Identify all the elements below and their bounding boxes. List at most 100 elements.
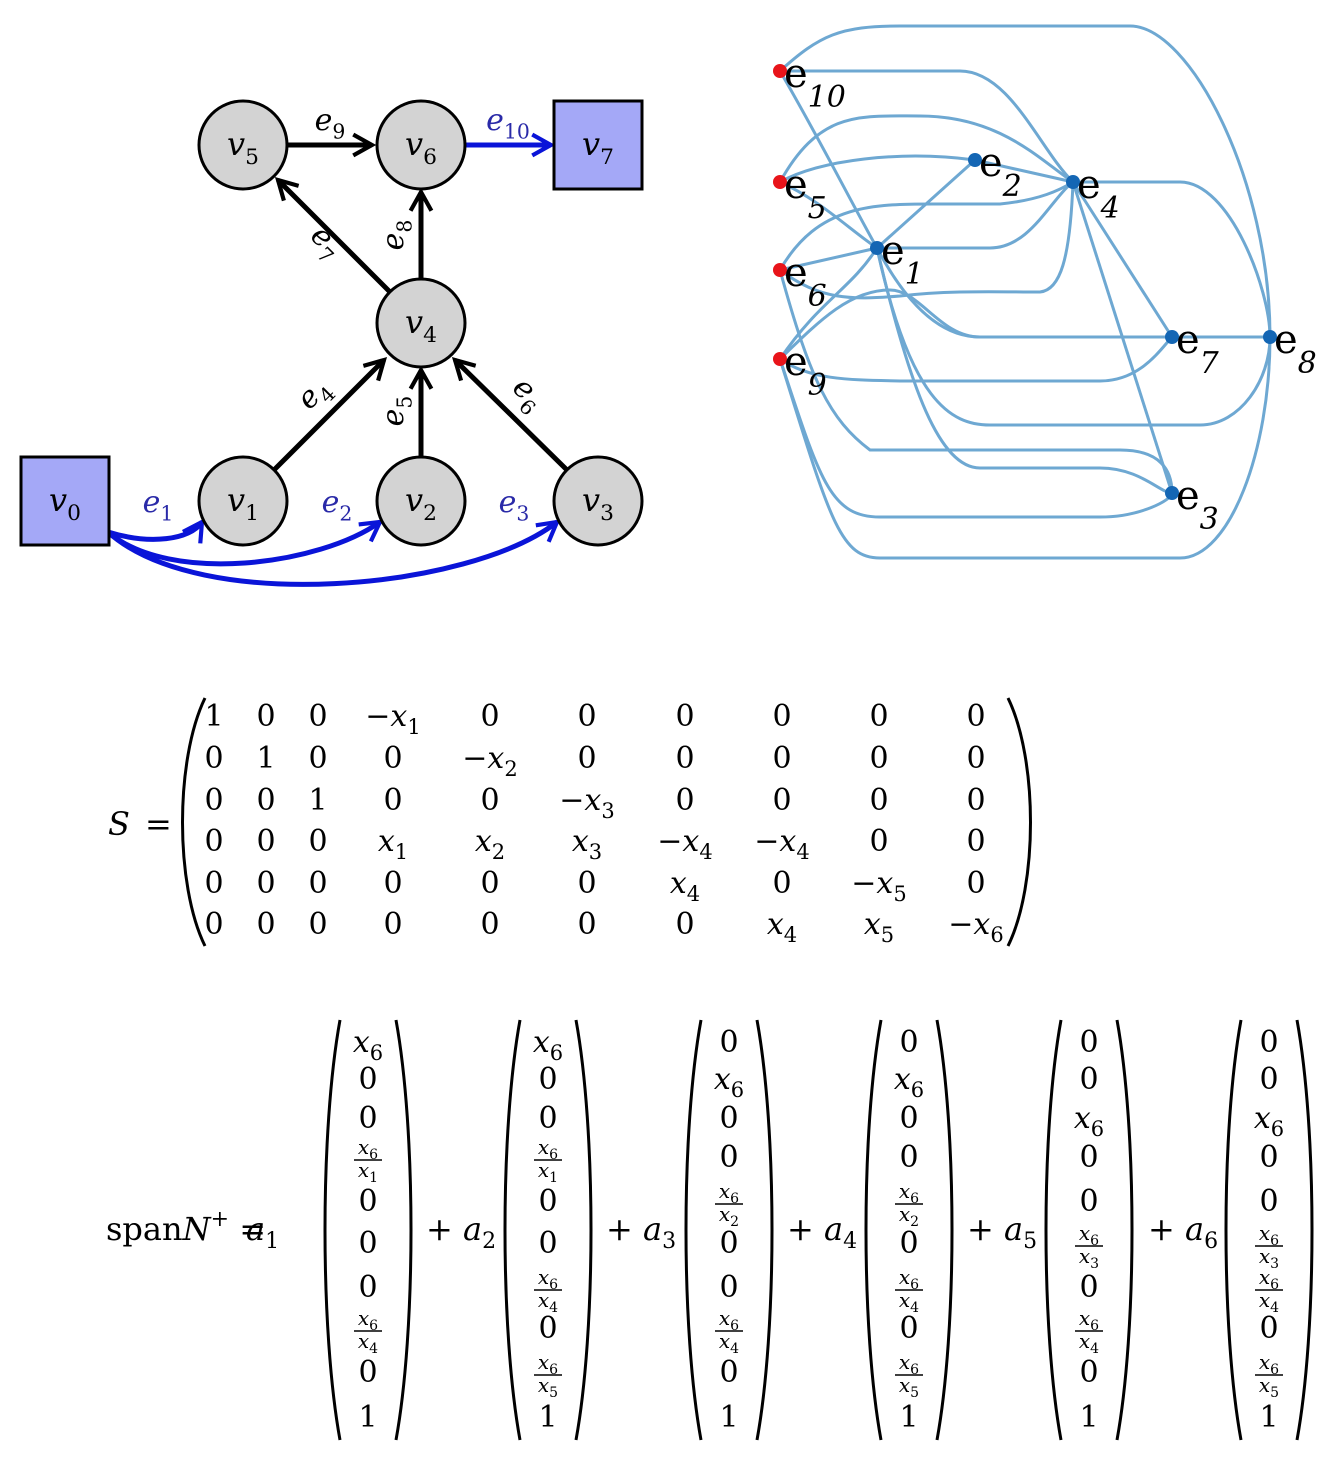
matrix-cell: 0	[256, 866, 275, 901]
line-graph-edge	[778, 24, 1272, 338]
vector-right-paren	[394, 1019, 413, 1441]
line-graph-node-e10	[773, 64, 787, 78]
line-graph-node-e1	[870, 241, 884, 255]
matrix-cell: 1	[256, 741, 275, 776]
matrix-cell: x4	[767, 907, 797, 947]
matrix-cell: 0	[383, 907, 402, 942]
vector-entry: 1	[538, 1400, 557, 1435]
span-coefficient-a3: + a3	[606, 1210, 676, 1254]
vector-entry: 0	[719, 1226, 738, 1261]
line-graph-node-label-e6: e6	[784, 250, 827, 314]
line-graph-node-e5	[773, 175, 787, 189]
line-graph-node-e8	[1263, 330, 1277, 344]
matrix-cell: 0	[869, 824, 888, 859]
line-graph-edge	[779, 335, 1174, 383]
network-node-label-v7: v7	[582, 125, 614, 170]
vector-entry: 0	[1079, 1025, 1098, 1060]
matrix-cell: 0	[772, 866, 791, 901]
vector-entry: 1	[358, 1400, 377, 1435]
line-graph-edge	[1071, 181, 1174, 338]
fraction-denominator: x4	[1259, 1288, 1279, 1316]
line-graph-edge	[779, 180, 878, 250]
vector-entry: 0	[1259, 1025, 1278, 1060]
fraction-numerator: x6	[1259, 1265, 1279, 1293]
matrix-cell: 0	[256, 907, 275, 942]
fraction-denominator: x4	[538, 1288, 558, 1316]
network-edge-e1	[107, 522, 202, 539]
line-graph-node-label-e8: e8	[1274, 317, 1317, 381]
line-graph-edge	[778, 336, 1272, 560]
vector-left-paren	[323, 1019, 342, 1441]
network-node-v0	[19, 455, 111, 547]
fraction-denominator: x5	[1259, 1373, 1279, 1401]
vector-left-paren	[503, 1019, 522, 1441]
fraction-denominator: x4	[1079, 1329, 1099, 1357]
line-graph-node-e2	[968, 153, 982, 167]
network-node-v6	[375, 99, 467, 191]
vector-entry: 0	[719, 1101, 738, 1136]
line-graph-edge	[1073, 180, 1272, 338]
fraction-numerator: x6	[538, 1350, 558, 1378]
matrix-cell: −x2	[462, 741, 517, 781]
vector-right-paren	[755, 1019, 774, 1441]
matrix-cell: 0	[772, 741, 791, 776]
matrix-cell: 0	[675, 783, 694, 818]
network-edge-label-e10: e10	[486, 103, 530, 143]
matrix-cell: x3	[572, 824, 602, 864]
matrix-cell: x1	[378, 824, 408, 864]
matrix-cell: 0	[256, 824, 275, 859]
vector-entry: 0	[899, 1025, 918, 1060]
fraction-denominator: x2	[719, 1202, 739, 1230]
vector-entry: 0	[719, 1270, 738, 1305]
span-coefficient-a4: + a4	[787, 1210, 857, 1254]
line-graph-edge	[778, 358, 1174, 519]
line-graph-edge	[778, 247, 879, 360]
line-graph-node-e3	[1165, 486, 1179, 500]
matrix-cell: 0	[869, 699, 888, 734]
network-edge-label-e2: e2	[322, 485, 353, 525]
line-graph-edge	[779, 154, 976, 184]
vector-entry: 0	[358, 1184, 377, 1219]
line-graph-edge	[778, 70, 879, 249]
matrix-cell: 0	[204, 866, 223, 901]
fraction-numerator: x6	[719, 1179, 739, 1207]
line-graph-node-e9	[773, 352, 787, 366]
line-graph-node-label-e5: e5	[784, 162, 827, 226]
vector-entry: 0	[538, 1311, 557, 1346]
matrix-cell: −x3	[559, 783, 614, 823]
matrix-cell: 0	[577, 866, 596, 901]
vector-entry: 1	[1079, 1400, 1098, 1435]
matrix-cell: 0	[577, 907, 596, 942]
network-edge-label-e3: e3	[499, 485, 530, 525]
line-graph-node-e7	[1165, 330, 1179, 344]
fraction-denominator: x3	[1079, 1244, 1099, 1272]
vector-entry: 0	[358, 1270, 377, 1305]
network-edge-label-e5: e5	[376, 396, 416, 427]
matrix-cell: 0	[772, 699, 791, 734]
vector-entry: x6	[894, 1062, 924, 1102]
fraction-denominator: x1	[358, 1158, 378, 1186]
fraction-numerator: x6	[358, 1135, 378, 1163]
vector-entry: 0	[538, 1101, 557, 1136]
vector-entry: 0	[358, 1355, 377, 1390]
line-graph-node-label-e10: e10	[784, 51, 846, 115]
fraction-denominator: x1	[538, 1158, 558, 1186]
line-graph-node-e4	[1066, 175, 1080, 189]
vector-entry: 0	[358, 1226, 377, 1261]
line-graph-edge	[1071, 181, 1174, 494]
vector-entry: 1	[719, 1400, 738, 1435]
matrix-cell: x4	[670, 866, 700, 906]
vector-entry: 0	[1079, 1140, 1098, 1175]
matrix-lhs-S: S	[108, 805, 130, 843]
vector-entry: x6	[353, 1025, 383, 1065]
vector-right-paren	[574, 1019, 593, 1441]
vector-entry: x6	[1074, 1101, 1104, 1141]
fraction-numerator: x6	[1259, 1221, 1279, 1249]
network-node-label-v5: v5	[227, 125, 259, 170]
line-graph-node-label-e3: e3	[1176, 473, 1219, 537]
line-graph-node-label-e9: e9	[784, 339, 827, 403]
matrix-cell: 0	[966, 866, 985, 901]
